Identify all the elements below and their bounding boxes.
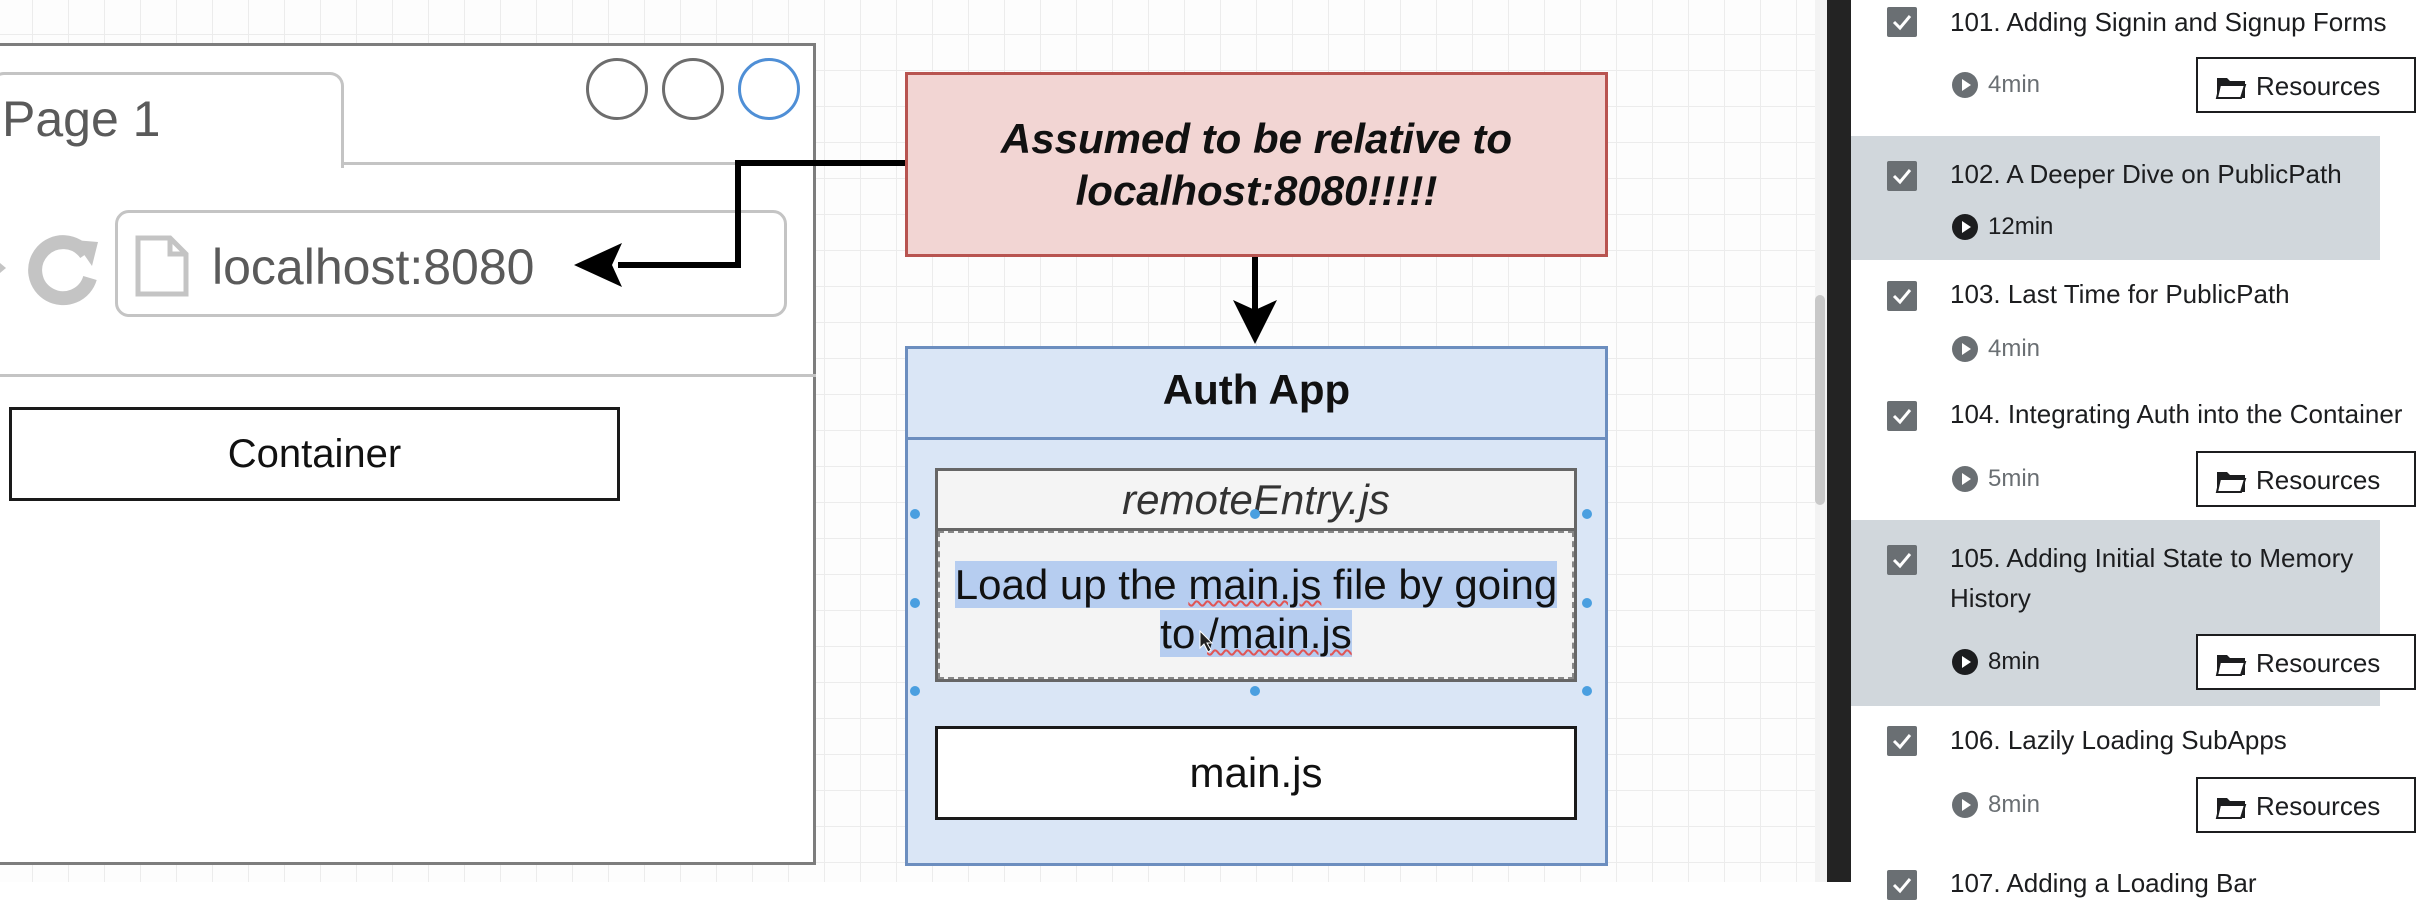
resources-button[interactable]: Resources: [2196, 451, 2416, 507]
resources-label: Resources: [2256, 465, 2381, 495]
lecture-item[interactable]: 106. Lazily Loading SubApps 8min Resourc…: [1851, 706, 2416, 856]
connector-arrows: [574, 160, 1277, 344]
panel-divider: [1827, 0, 1851, 882]
play-icon: [1952, 649, 1978, 675]
resources-label: Resources: [2256, 71, 2381, 101]
folder-icon: [2215, 469, 2247, 498]
check-icon[interactable]: [1887, 281, 1917, 311]
play-icon: [1952, 214, 1978, 240]
lecture-item[interactable]: 107. Adding a Loading Bar: [1851, 856, 2380, 900]
window-control-circle: [586, 58, 648, 120]
selection-handle[interactable]: [1582, 598, 1592, 608]
lecture-duration: 12min: [1988, 213, 2054, 240]
desc-part-3: to: [1160, 610, 1207, 657]
tab-baseline: [344, 162, 816, 165]
selection-handle[interactable]: [1582, 509, 1592, 519]
lecture-duration: 4min: [1988, 71, 2041, 98]
lecture-title: 103. Last Time for PublicPath: [1950, 279, 2290, 309]
browser-tab-title: Page 1: [2, 91, 161, 147]
course-content-sidebar: 101. Adding Signin and Signup Forms 4min…: [1851, 0, 2416, 900]
arrowhead-to-url: [574, 243, 622, 287]
connector-note-to-url: [618, 160, 905, 268]
resources-button[interactable]: Resources: [2196, 634, 2416, 690]
check-icon[interactable]: [1887, 870, 1917, 900]
desc-part-2: file by going: [1321, 561, 1558, 608]
resources-button[interactable]: Resources: [2196, 57, 2416, 113]
selection-handle[interactable]: [910, 686, 920, 696]
lecture-title: 102. A Deeper Dive on PublicPath: [1950, 159, 2342, 189]
check-icon[interactable]: [1887, 161, 1917, 191]
note-line-1: Assumed to be relative to: [1000, 114, 1513, 162]
canvas-scrollbar-thumb[interactable]: [1815, 295, 1825, 505]
lecture-duration: 4min: [1988, 335, 2041, 362]
desc-part-1: Load up the: [954, 561, 1189, 608]
lecture-item-active[interactable]: 105. Adding Initial State to Memory Hist…: [1851, 520, 2416, 706]
folder-icon: [2215, 652, 2247, 681]
lecture-title: 107. Adding a Loading Bar: [1950, 868, 2257, 898]
auth-app-title: Auth App: [1162, 366, 1351, 413]
text-edit-selection-frame: [938, 531, 1574, 679]
check-icon[interactable]: [1887, 726, 1917, 756]
file-icon: [132, 234, 190, 303]
check-icon[interactable]: [1887, 401, 1917, 431]
folder-icon: [2215, 795, 2247, 824]
container-box[interactable]: Container: [9, 407, 620, 501]
browser-url-text: localhost:8080: [212, 239, 535, 295]
lecture-duration: 8min: [1988, 648, 2041, 675]
window-control-circle: [662, 58, 724, 120]
auth-app-header-divider: [905, 437, 1608, 440]
text-cursor-icon: [1199, 629, 1214, 659]
lecture-item[interactable]: 103. Last Time for PublicPath 4min: [1851, 260, 2380, 376]
selection-handle[interactable]: [910, 598, 920, 608]
lecture-title: 104. Integrating Auth into the Container: [1950, 399, 2403, 429]
play-icon: [1952, 72, 1978, 98]
resources-button[interactable]: Resources: [2196, 777, 2416, 833]
resources-label: Resources: [2256, 648, 2381, 678]
lecture-item[interactable]: 104. Integrating Auth into the Container…: [1851, 376, 2416, 520]
remote-entry-divider: [935, 528, 1577, 531]
lecture-item[interactable]: 101. Adding Signin and Signup Forms 4min…: [1851, 0, 2416, 136]
selection-handle[interactable]: [1582, 686, 1592, 696]
play-icon: [1952, 466, 1978, 492]
remote-entry-description[interactable]: Load up the main.js file by going to /ma…: [945, 560, 1567, 658]
note-line-2: localhost:8080!!!!!: [1075, 166, 1438, 214]
browser-toolbar-separator: [0, 374, 816, 377]
relative-path-note[interactable]: Assumed to be relative to localhost:8080…: [905, 72, 1608, 257]
check-icon[interactable]: [1887, 7, 1917, 37]
resources-label: Resources: [2256, 791, 2381, 821]
play-icon: [1952, 336, 1978, 362]
desc-path: /main.js: [1207, 610, 1352, 657]
check-icon[interactable]: [1887, 545, 1917, 575]
browser-tab-shape: [0, 72, 344, 168]
lecture-item-active[interactable]: 102. A Deeper Dive on PublicPath 12min: [1851, 136, 2380, 260]
main-js-label: main.js: [1189, 749, 1323, 796]
folder-icon: [2215, 75, 2247, 104]
main-js-box[interactable]: main.js: [935, 726, 1577, 820]
diagram-canvas[interactable]: Page 1 localhost:8080 Container Assumed …: [0, 0, 1815, 882]
arrowhead-to-app: [1233, 300, 1277, 344]
desc-main-word: main.js: [1188, 561, 1322, 608]
lecture-duration: 5min: [1988, 465, 2041, 492]
back-arrow-icon: [0, 258, 6, 278]
window-control-circle-selected: [738, 58, 800, 120]
play-icon: [1952, 792, 1978, 818]
reload-icon: [26, 232, 102, 313]
container-label: Container: [227, 431, 402, 476]
lecture-title: 106. Lazily Loading SubApps: [1950, 725, 2287, 755]
selection-handle[interactable]: [1250, 509, 1260, 519]
lecture-title: 105. Adding Initial State to Memory Hist…: [1950, 543, 2354, 613]
selection-handle[interactable]: [1250, 686, 1260, 696]
lecture-duration: 8min: [1988, 791, 2041, 818]
selection-handle[interactable]: [910, 509, 920, 519]
lecture-title: 101. Adding Signin and Signup Forms: [1950, 7, 2387, 37]
